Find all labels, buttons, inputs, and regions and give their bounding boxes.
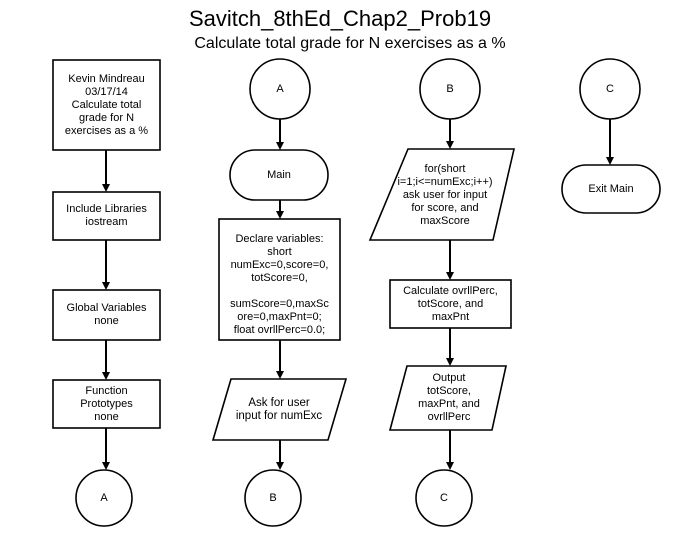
loop-parallelogram [368,148,516,241]
input-text: Ask for user input for numExc [235,397,323,422]
globals-text: Global Variables none [66,302,147,327]
connector-b-out [244,469,302,527]
calculate-text: Calculate ovrllPerc, totScore, and maxPn… [403,284,498,323]
loop-text: for(short i=1;i<=numExc;i++) ask user fo… [397,162,493,227]
connector-c-in-label: C [606,82,614,95]
output-text: Output totScore, maxPnt, and ovrllPerc [418,372,480,423]
main-text: Main [267,168,291,181]
include-box [52,191,161,241]
include-text: Include Libraries iostream [66,203,147,228]
connector-a-in-label: A [276,82,284,95]
declare-text: Declare variables: short numExc=0,score=… [230,233,329,336]
connector-c-out-label: C [440,491,448,504]
input-parallelogram [211,378,348,441]
prototypes-text: Function Prototypes none [80,384,133,423]
declare-box [218,218,341,341]
connector-b-out-label: B [269,491,277,504]
connector-b-in-label: B [446,82,454,95]
diagram-title: Savitch_8thEd_Chap2_Prob19 [188,6,492,31]
calculate-box [389,279,512,329]
header-box [52,59,161,151]
output-parallelogram [388,365,507,431]
diagram-subtitle: Calculate total grade for N exercises as… [194,35,506,52]
header-text: Kevin Mindreau 03/17/14 Calculate total … [64,72,149,137]
exit-main-text: Exit Main [588,182,634,195]
connector-c-out [415,469,473,527]
exit-main-terminator [561,164,661,214]
connector-a-out [75,469,133,527]
connector-a-out-label: A [100,491,108,504]
